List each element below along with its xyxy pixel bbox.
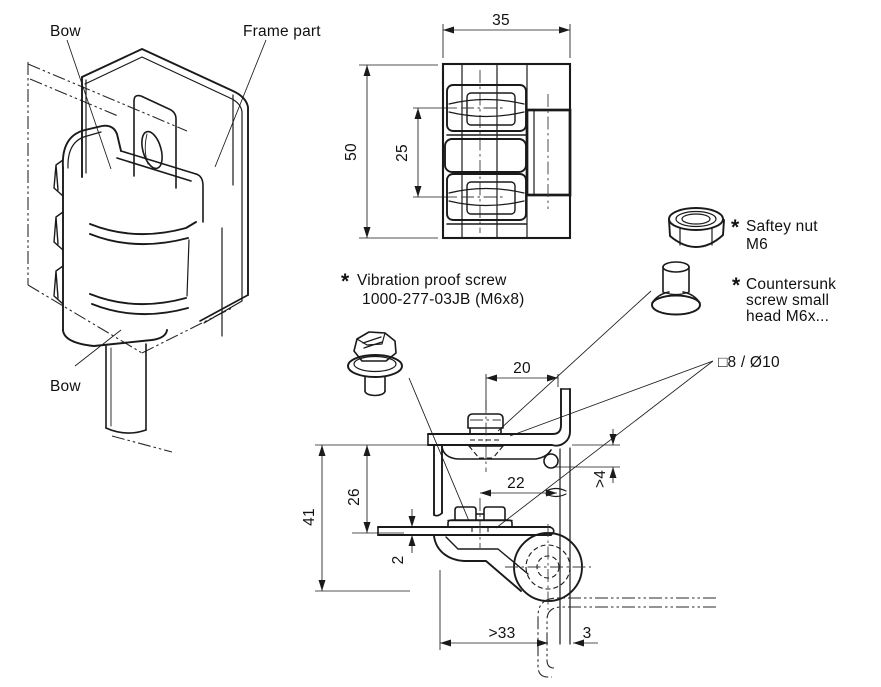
leader-hole-spec-b [495, 360, 714, 529]
dim-front-pitch: 25 [394, 144, 411, 162]
dim-section-plate-thickness: 2 [390, 556, 407, 565]
section-bow-upper [433, 444, 567, 517]
leader-vibration-screw [408, 377, 470, 522]
leader-countersunk-screw [497, 290, 652, 432]
dim-section-overall-height: 41 [301, 508, 318, 526]
vibration-screw-icon [347, 331, 403, 397]
dim-section-min-clearance: >33 [489, 625, 516, 642]
section-knuckle [433, 524, 591, 610]
vibration-screw-note-line1: Vibration proof screw [357, 272, 507, 289]
front-view-frame-block [525, 108, 572, 197]
dim-front-height: 50 [343, 143, 360, 161]
section-vibration-screw [447, 498, 513, 548]
dim-section-frame-thickness: 3 [583, 625, 592, 642]
safety-nut-icon [668, 207, 725, 248]
hole-spec-note: □8 / Ø10 [718, 354, 780, 371]
label-bow-bottom: Bow [50, 378, 81, 395]
iso-frame-part [81, 48, 249, 337]
safety-nut-note-line2: M6 [746, 236, 768, 253]
vibration-screw-note-line2: 1000-277-03JB (M6x8) [362, 291, 525, 308]
vibration-screw-asterisk: * [341, 270, 350, 293]
front-view: 35 50 25 [343, 12, 572, 240]
dim-front-width: 35 [492, 12, 510, 29]
dim-section-gap: >4 [592, 470, 609, 488]
dim-section-inner-height: 26 [346, 488, 363, 506]
label-bow-top: Bow [50, 23, 81, 40]
safety-nut-asterisk: * [731, 216, 740, 239]
section-view: 20 22 26 41 2 >4 >33 3 [301, 360, 716, 678]
leader-bow-bottom [74, 329, 122, 367]
countersunk-asterisk: * [732, 274, 741, 297]
safety-nut-note-line1: Saftey nut [746, 218, 818, 235]
countersunk-note-line1: Countersunk [746, 276, 836, 293]
dim-section-top-offset: 20 [513, 360, 531, 377]
countersunk-screw-icon [651, 261, 701, 316]
isometric-view: Bow Frame part Bow [27, 23, 321, 453]
iso-bow [53, 124, 204, 434]
countersunk-note-line2: screw small [746, 292, 829, 309]
label-frame-part: Frame part [243, 23, 321, 40]
section-frame-part [427, 388, 571, 645]
leader-bow-top [66, 39, 112, 170]
section-frame-phantom [537, 597, 716, 678]
section-countersunk-screw [467, 400, 504, 472]
section-bow-plate [377, 526, 555, 536]
leader-hole-spec-a [509, 360, 714, 437]
countersunk-note-line3: head M6x... [746, 308, 829, 325]
dim-section-nut-offset: 22 [507, 475, 525, 492]
leader-frame-part [214, 39, 267, 168]
hardware-notes: * Vibration proof screw 1000-277-03JB (M… [341, 207, 836, 529]
